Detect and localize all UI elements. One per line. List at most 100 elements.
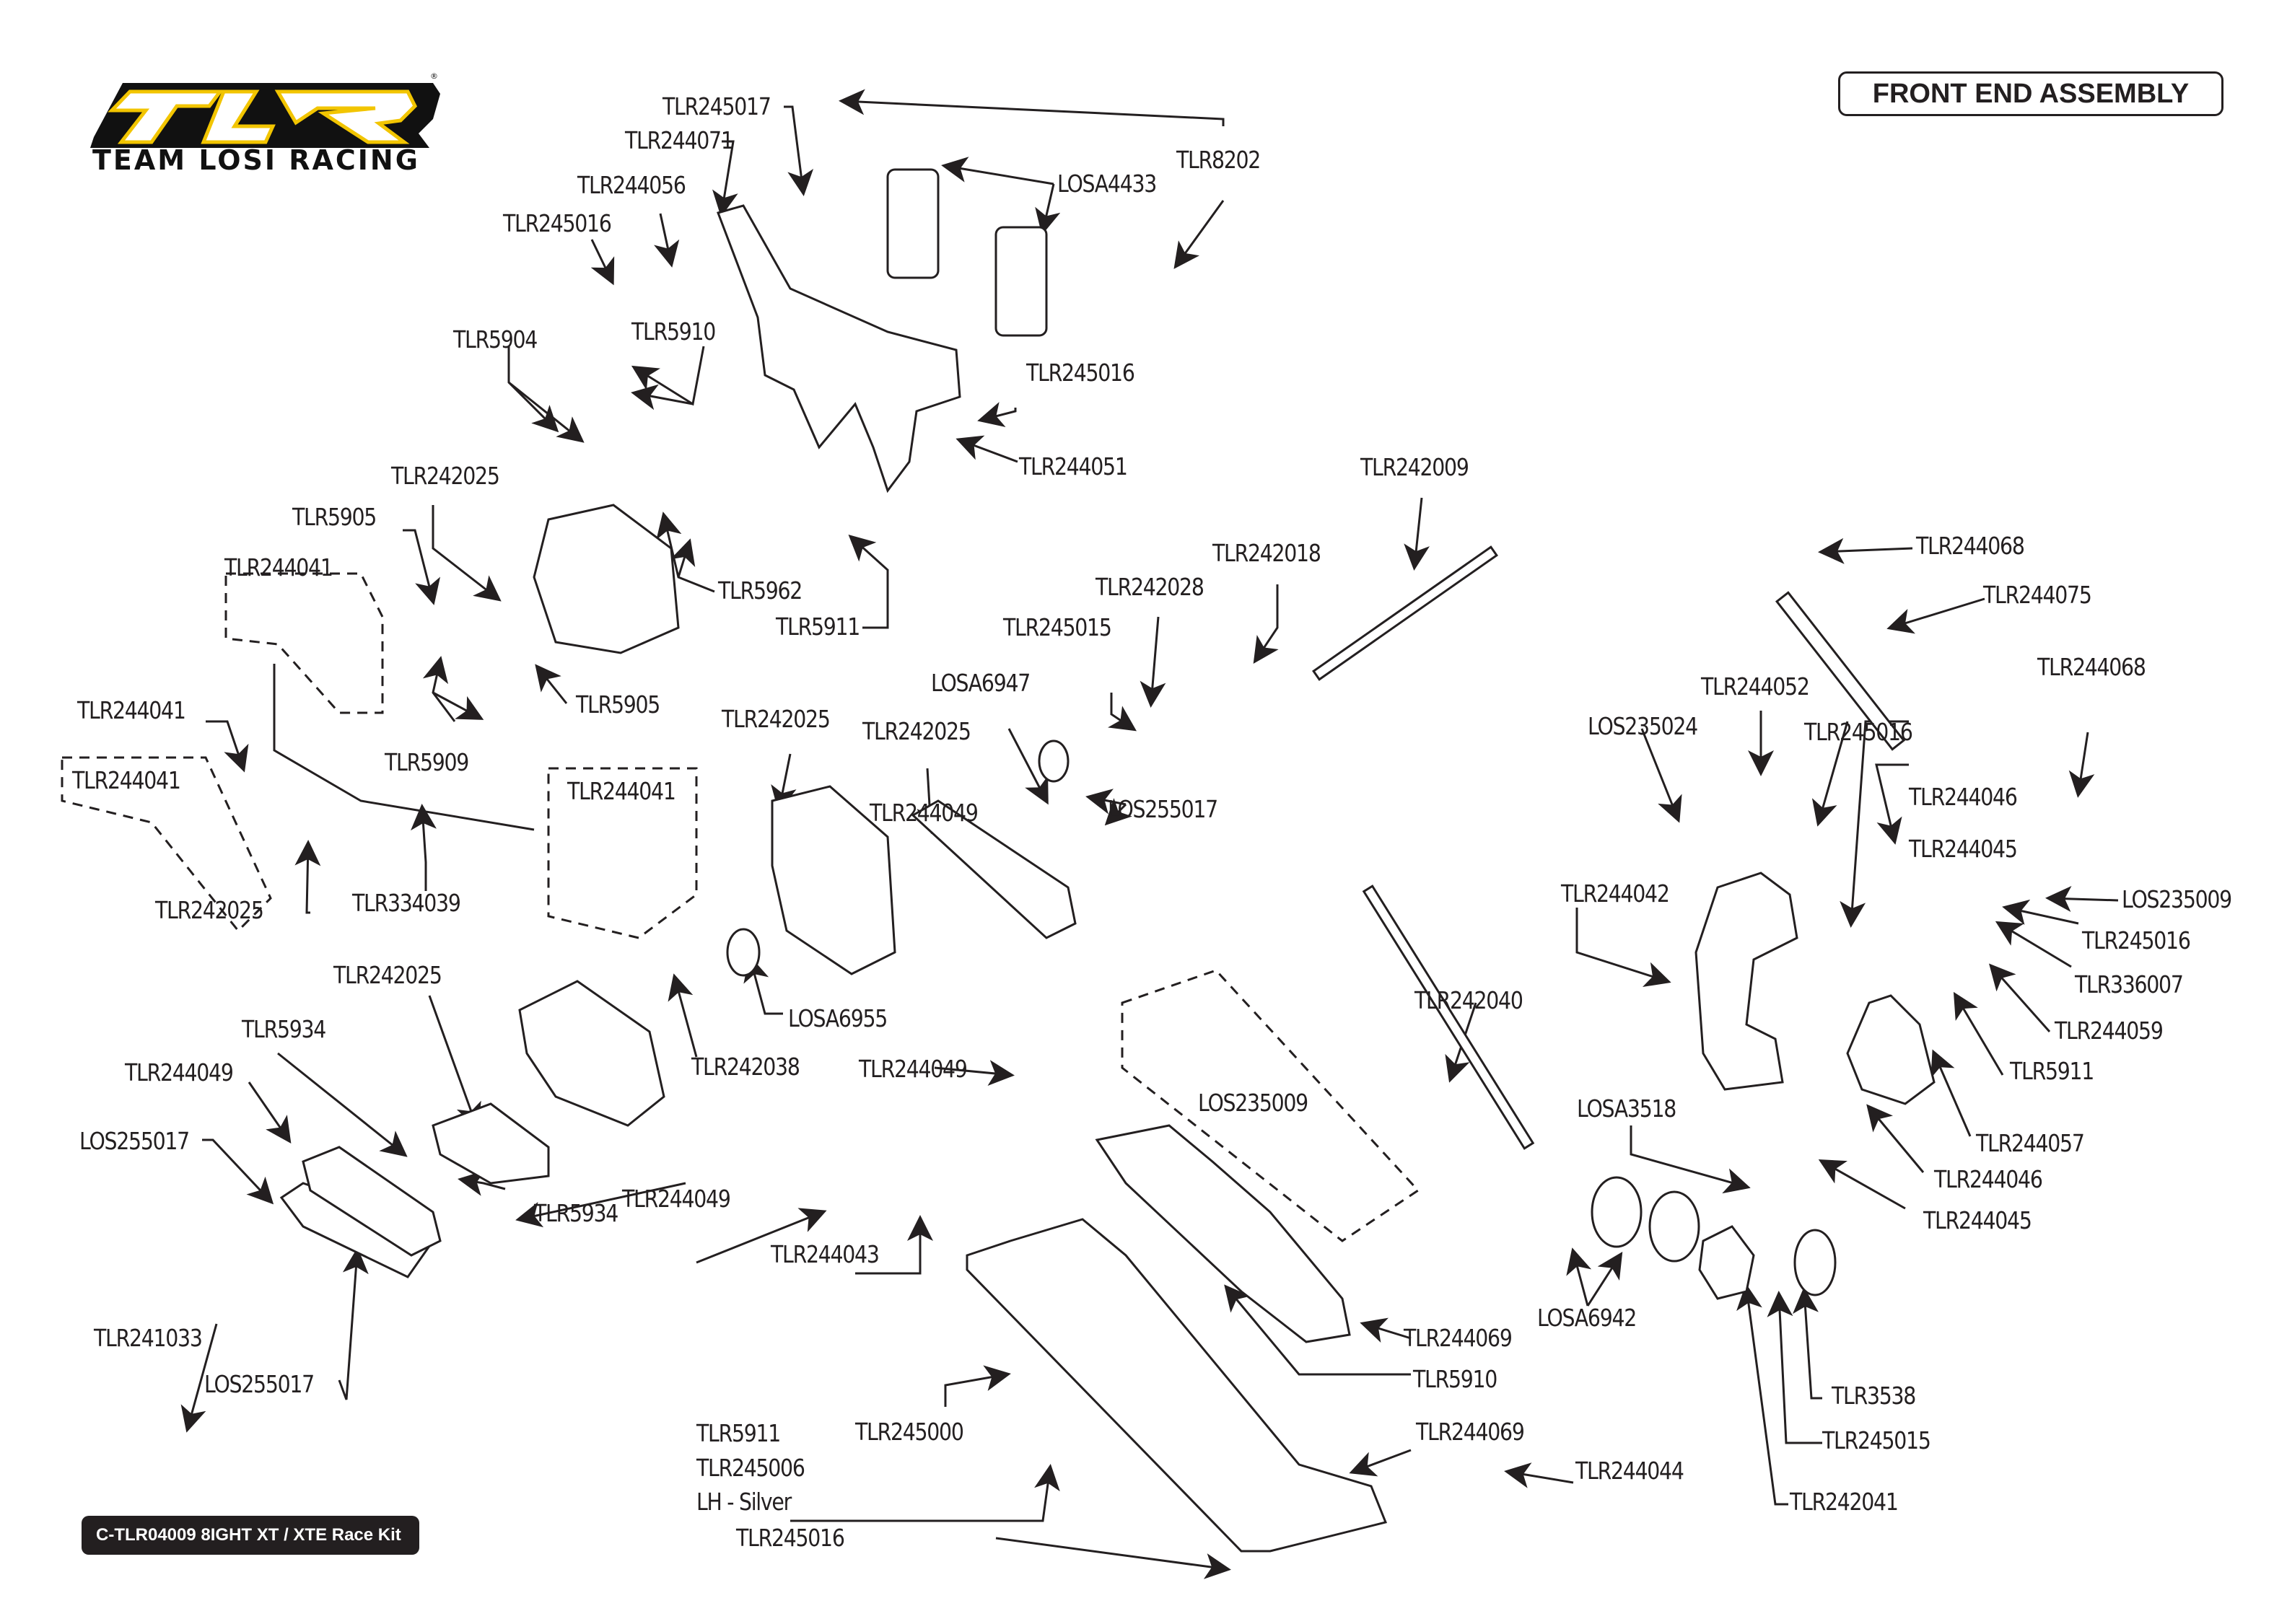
- body-mount: [994, 226, 1048, 337]
- leader-line: [1875, 763, 1909, 845]
- hub-nut: [1793, 1229, 1837, 1296]
- leader-line: [1035, 183, 1061, 235]
- part-label: TLR244052: [1701, 672, 1810, 701]
- part-label: TLR245016: [1804, 718, 1913, 746]
- leader-line: [1840, 720, 1909, 928]
- leader-line: [1886, 597, 1985, 634]
- part-label: TLR244056: [577, 171, 686, 199]
- shock-tower: [717, 204, 961, 493]
- hardware-group-outline: [61, 756, 272, 933]
- part-label: TLR5905: [292, 503, 377, 531]
- part-label: TLR242018: [1212, 539, 1321, 567]
- leader-line: [338, 1247, 369, 1400]
- part-label: LOS235009: [1198, 1089, 1308, 1117]
- part-label: TLR334039: [352, 889, 461, 917]
- part-label: TLR336007: [2075, 970, 2184, 998]
- part-label: TLR244046: [1934, 1165, 2043, 1193]
- leader-line: [411, 804, 437, 891]
- leader-line: [1811, 721, 1849, 827]
- part-label: TLR241033: [94, 1324, 203, 1352]
- leader-line: [248, 1081, 292, 1144]
- leader-line: [1349, 1449, 1412, 1477]
- kit-label-badge: C-TLR04009 8IGHT XT / XTE Race Kit: [82, 1516, 419, 1555]
- differential: [518, 980, 665, 1127]
- leader-line: [1504, 1462, 1574, 1488]
- leader-line: [206, 720, 249, 773]
- part-label: LOSA3518: [1577, 1094, 1676, 1123]
- logo-letter-l: [201, 89, 276, 144]
- section-title-box: FRONT END ASSEMBLY: [1838, 71, 2223, 116]
- sway-bar: [273, 664, 535, 831]
- part-label: TLR5904: [453, 325, 538, 354]
- part-label: TLR244045: [1923, 1206, 2032, 1234]
- leader-line: [944, 1365, 1011, 1407]
- part-label: TLR242025: [155, 896, 264, 924]
- part-label: TLR5911: [2010, 1057, 2094, 1085]
- part-label: TLR244044: [1575, 1457, 1684, 1485]
- part-label: LOS235024: [1588, 712, 1698, 740]
- leader-line: [432, 691, 484, 720]
- part-label: TLR245015: [1003, 613, 1112, 641]
- part-label: TLR242025: [333, 961, 442, 989]
- part-label: LOSA6942: [1537, 1304, 1637, 1332]
- leader-line: [202, 1138, 274, 1205]
- part-label: TLR5911: [776, 613, 860, 641]
- hardware-group-outline: [1121, 969, 1420, 1242]
- leader-line: [955, 435, 1018, 463]
- part-label: LOSA4433: [1057, 170, 1157, 198]
- part-label: LOS255017: [204, 1370, 315, 1398]
- part-label: TLR5909: [385, 748, 469, 776]
- leader-line: [1630, 1125, 1751, 1194]
- leader-line: [670, 538, 696, 578]
- body-mount: [886, 168, 940, 279]
- leader-line: [1404, 497, 1430, 571]
- part-label: TLR245016: [736, 1524, 845, 1552]
- bearing: [726, 928, 761, 977]
- part-label: TLR242025: [391, 462, 500, 490]
- lower-arm: [966, 1218, 1388, 1553]
- section-title: FRONT END ASSEMBLY: [1872, 78, 2190, 109]
- part-label: TLR245016: [503, 209, 612, 237]
- leader-line: [784, 105, 814, 196]
- leader-line: [1930, 1049, 1972, 1137]
- brand-subtitle: TEAM LOSI RACING: [92, 144, 420, 176]
- part-label: TLR3538: [1832, 1382, 1916, 1410]
- outdrive-shaft: [1312, 545, 1498, 681]
- part-label: TLR244042: [1561, 879, 1670, 908]
- part-label: TLR242041: [1790, 1488, 1899, 1516]
- part-label: TLR5911: [696, 1419, 781, 1447]
- part-label: TLR244068: [2037, 653, 2146, 681]
- part-label: TLR244069: [1416, 1418, 1525, 1446]
- leader-line: [696, 1208, 827, 1264]
- part-label: TLR242038: [691, 1053, 800, 1081]
- part-label: TLR244051: [1019, 452, 1128, 480]
- cvd-driveshaft: [1362, 885, 1535, 1150]
- leader-line: [668, 973, 698, 1058]
- leader-line: [1108, 693, 1137, 732]
- leader-line: [1640, 728, 1682, 823]
- part-label: TLR244043: [771, 1240, 880, 1268]
- leader-line: [508, 381, 585, 443]
- hinge-pin-block: [302, 1146, 442, 1257]
- bulkhead-upper: [533, 504, 680, 654]
- leader-line: [1953, 991, 2004, 1076]
- svg-text:®: ®: [430, 71, 438, 81]
- part-label: TLR245016: [1026, 359, 1135, 387]
- leader-line: [1736, 1283, 1788, 1506]
- part-label: TLR244049: [859, 1055, 968, 1083]
- leader-line: [294, 840, 321, 914]
- leader-line: [1253, 584, 1279, 664]
- leader-line: [1140, 616, 1166, 708]
- tlr-logo: ®: [90, 71, 440, 148]
- part-label: TLR244046: [1909, 783, 2018, 811]
- leader-line: [995, 1537, 1231, 1579]
- leader-line: [432, 505, 502, 602]
- leader-line: [1767, 1291, 1822, 1444]
- leader-line: [1575, 908, 1671, 988]
- part-label: LOSA6955: [788, 1004, 888, 1032]
- part-label: TLR242040: [1414, 986, 1523, 1014]
- leader-line: [277, 1052, 408, 1157]
- part-label: TLR244068: [1916, 532, 2025, 560]
